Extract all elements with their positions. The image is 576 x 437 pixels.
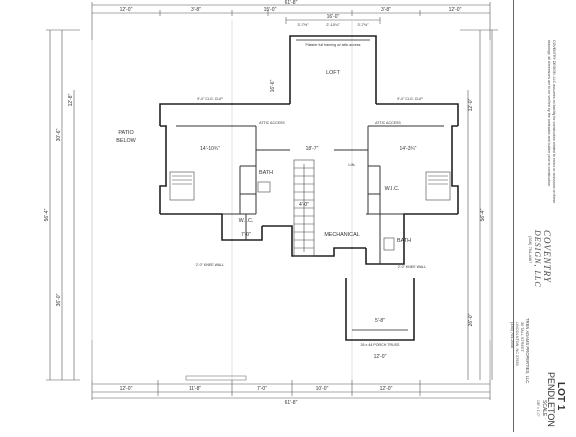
dim-top-1: 12'-0" bbox=[120, 7, 133, 13]
dim-top-3: 15'-0" bbox=[264, 7, 277, 13]
vanity-lower bbox=[383, 237, 395, 251]
dim-loft-a: 3'-7½" bbox=[297, 22, 309, 27]
builder-phone: (336) 744-2046 bbox=[510, 322, 514, 348]
note-knee-wall-left: 2'-0" KNEE WALL bbox=[196, 263, 225, 267]
dim-loft-depth: 16'-6" bbox=[270, 79, 276, 92]
dim-bottom-overall: 61'-8" bbox=[285, 400, 298, 406]
dim-top-2: 3'-8" bbox=[191, 7, 201, 13]
room-linen: LIN. bbox=[348, 162, 355, 167]
tub-right bbox=[425, 171, 451, 201]
dim-bottom-mid: 12'-0" bbox=[374, 354, 387, 360]
designer-phone: (336) 794-4467 bbox=[528, 236, 533, 264]
dim-hall-left: 14'-10¾" bbox=[200, 146, 220, 152]
title-block-disclaimer: COVENTRY DESIGN, LLC assumes no liabilit… bbox=[547, 40, 556, 204]
dim-right-lower: 26'-0" bbox=[468, 313, 474, 326]
title-block bbox=[513, 0, 576, 432]
dim-top-5: 12'-0" bbox=[449, 7, 462, 13]
dim-loft-c: 3'-7½" bbox=[357, 22, 369, 27]
scale-value: 1/8" = 1'-0" bbox=[536, 400, 540, 417]
stair-symbol bbox=[293, 159, 315, 257]
dim-bottom-2: 11'-8" bbox=[189, 386, 202, 392]
dim-loft-b: 2'-10¾" bbox=[326, 22, 340, 27]
designer-name-line2: DESIGN, LLC bbox=[533, 230, 542, 288]
dim-bottom-5: 12'-0" bbox=[380, 386, 393, 392]
dim-right-mid: 56'-4" bbox=[480, 208, 486, 221]
dim-right-upper: 12'-0" bbox=[468, 98, 474, 111]
room-wic-left: W.I.C. bbox=[239, 218, 254, 224]
scale-label: SCALE bbox=[541, 400, 547, 417]
note-ceiling-clip-left: 9'-0" CLG. CLIP bbox=[197, 97, 223, 101]
subdivision-name: PENDLETON bbox=[546, 372, 556, 427]
dim-hall-right: 14'-3¾" bbox=[400, 146, 417, 152]
room-wic-right: W.I.C. bbox=[385, 186, 400, 192]
room-bath-lower: BATH bbox=[397, 238, 411, 244]
room-patio-line2: BELOW bbox=[116, 138, 136, 144]
builder-city: LINCOLNTON, NC 27925 bbox=[515, 322, 519, 366]
note-attic-access-left: ATTIC ACCESS bbox=[259, 121, 285, 125]
dim-left-upper: 12'-8" bbox=[68, 93, 74, 106]
note-ceiling-clip-right: 9'-0" CLG. CLIP bbox=[397, 97, 423, 101]
designer-name-line1: COVENTRY bbox=[542, 230, 552, 283]
dim-corridor: 18'-7" bbox=[306, 146, 319, 152]
dim-porch: 5'-8" bbox=[375, 318, 385, 324]
lot-number: LOT 1 bbox=[555, 382, 566, 411]
dim-loft-width: 16'-0" bbox=[327, 14, 340, 20]
dim-bottom-3: 7'-0" bbox=[257, 386, 267, 392]
note-knee-wall-right: 2'-0" KNEE WALL bbox=[398, 265, 427, 269]
dim-left-overall: 56'-4" bbox=[44, 208, 50, 221]
note-attic-access-right: ATTIC ACCESS bbox=[375, 121, 401, 125]
note-loft: Pilaster full framing w/ attic access bbox=[306, 43, 361, 47]
patio-step bbox=[185, 375, 247, 381]
floor-plan-drawing: 61'-8" 12'-0" 3'-8" 15'-0" 3'-8" 12'-0" … bbox=[44, 0, 498, 406]
dim-stair: 4'-0" bbox=[299, 202, 309, 208]
tub-left bbox=[169, 171, 195, 201]
vanity-upper bbox=[257, 181, 271, 193]
dim-left-lower: 36'-0" bbox=[56, 293, 62, 306]
builder-name: TREN ADAMS PROPERTIES, LLC bbox=[525, 318, 530, 384]
builder-address: 30 TALL STREET bbox=[520, 322, 524, 352]
room-mechanical: MECHANICAL bbox=[324, 232, 359, 238]
dim-top-4: 3'-8" bbox=[381, 7, 391, 13]
dim-bottom-1: 12'-0" bbox=[120, 386, 133, 392]
room-bath-upper: BATH bbox=[259, 170, 273, 176]
dim-bottom-4: 10'-0" bbox=[316, 386, 329, 392]
dim-left-mid: 30'-6" bbox=[56, 128, 62, 141]
room-patio-line1: PATIO bbox=[118, 130, 133, 136]
room-loft: LOFT bbox=[326, 70, 340, 76]
dim-overall-width: 61'-8" bbox=[285, 0, 298, 6]
note-porch: 26 x 44 PORCH TRUSS bbox=[361, 343, 400, 347]
dim-closet: 7'-0" bbox=[241, 232, 251, 238]
